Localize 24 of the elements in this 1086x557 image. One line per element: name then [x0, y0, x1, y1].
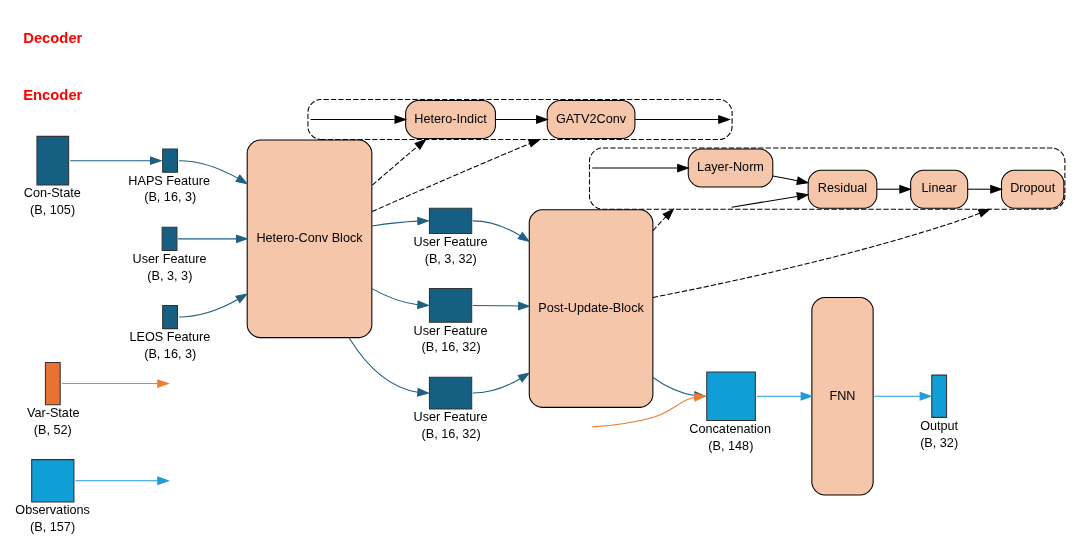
node-label: Observations	[15, 502, 90, 517]
label: Encoder	[23, 86, 83, 103]
node-label: (B, 3, 3)	[147, 268, 193, 283]
node-label: User Feature	[413, 409, 488, 424]
node-label: (B, 3, 32)	[424, 251, 477, 266]
node-label: User Feature	[132, 251, 207, 266]
label: Decoder	[23, 29, 83, 46]
node-label: (B, 16, 3)	[144, 346, 197, 361]
node-label: (B, 157)	[30, 519, 76, 534]
node-label: (B, 32)	[920, 435, 959, 450]
node-label: (B, 16, 32)	[421, 426, 481, 441]
node-label: HAPS Feature	[128, 173, 210, 188]
node-label: Var-State	[26, 405, 80, 420]
node-label: User Feature	[413, 323, 488, 338]
node-label: (B, 148)	[708, 438, 754, 453]
node-label: (B, 16, 32)	[421, 339, 481, 354]
node-label: Output	[920, 418, 959, 433]
node-label: Concatenation	[689, 421, 771, 436]
node-label: User Feature	[413, 234, 488, 249]
node-label: (B, 52)	[33, 422, 72, 437]
node-label: LEOS Feature	[129, 329, 211, 344]
node-label: (B, 105)	[30, 202, 76, 217]
node-label: (B, 16, 3)	[144, 189, 197, 204]
node-label: Con-State	[23, 185, 81, 200]
